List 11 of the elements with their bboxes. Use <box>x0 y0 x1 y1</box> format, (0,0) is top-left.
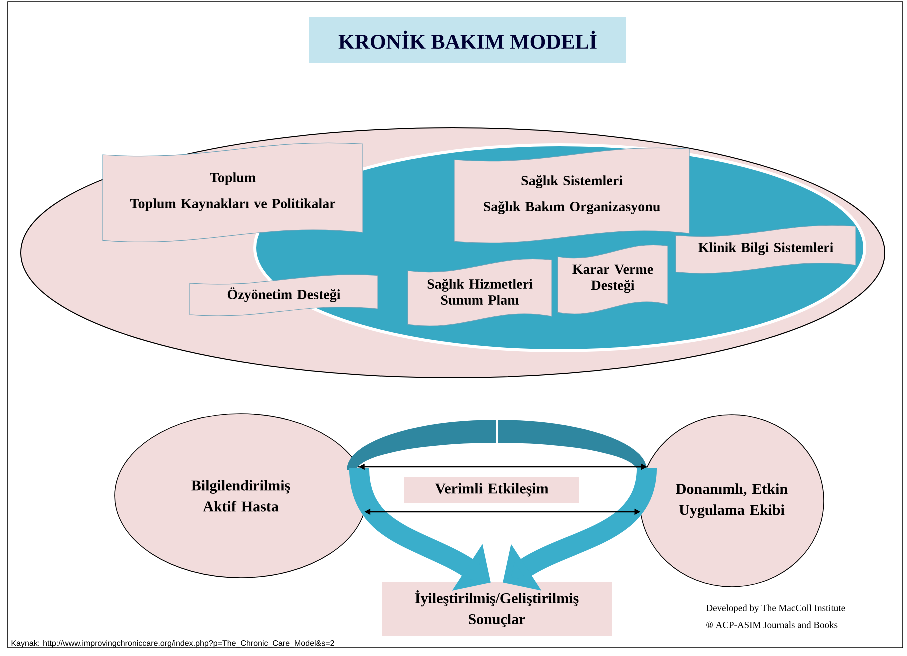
banner: Sağlık Hizmetleri Sunum Planı <box>408 258 552 326</box>
banner: Klinik Bilgi Sistemleri <box>676 225 856 274</box>
banner: Karar Verme Desteği <box>558 244 668 314</box>
credit-line: ® ACP-ASIM Journals and Books <box>706 622 838 628</box>
banner: Özyönetim Desteği <box>190 274 378 316</box>
title-box: KRONİK BAKIM MODELİ <box>310 17 626 63</box>
source-note: Kaynak: http://www.improvingchroniccare.org/index.php?p=The_Chronic_Care_Model&s=2 <box>12 640 334 648</box>
banner: Toplum Toplum Kaynakları ve Politikalar <box>102 142 364 242</box>
text-box: İyileştirilmiş/Geliştirilmiş Sonuçlar <box>382 582 612 636</box>
text-box: Verimli Etkileşim <box>404 477 580 503</box>
credit-line: Developed by The MacColl Institute <box>706 604 846 614</box>
